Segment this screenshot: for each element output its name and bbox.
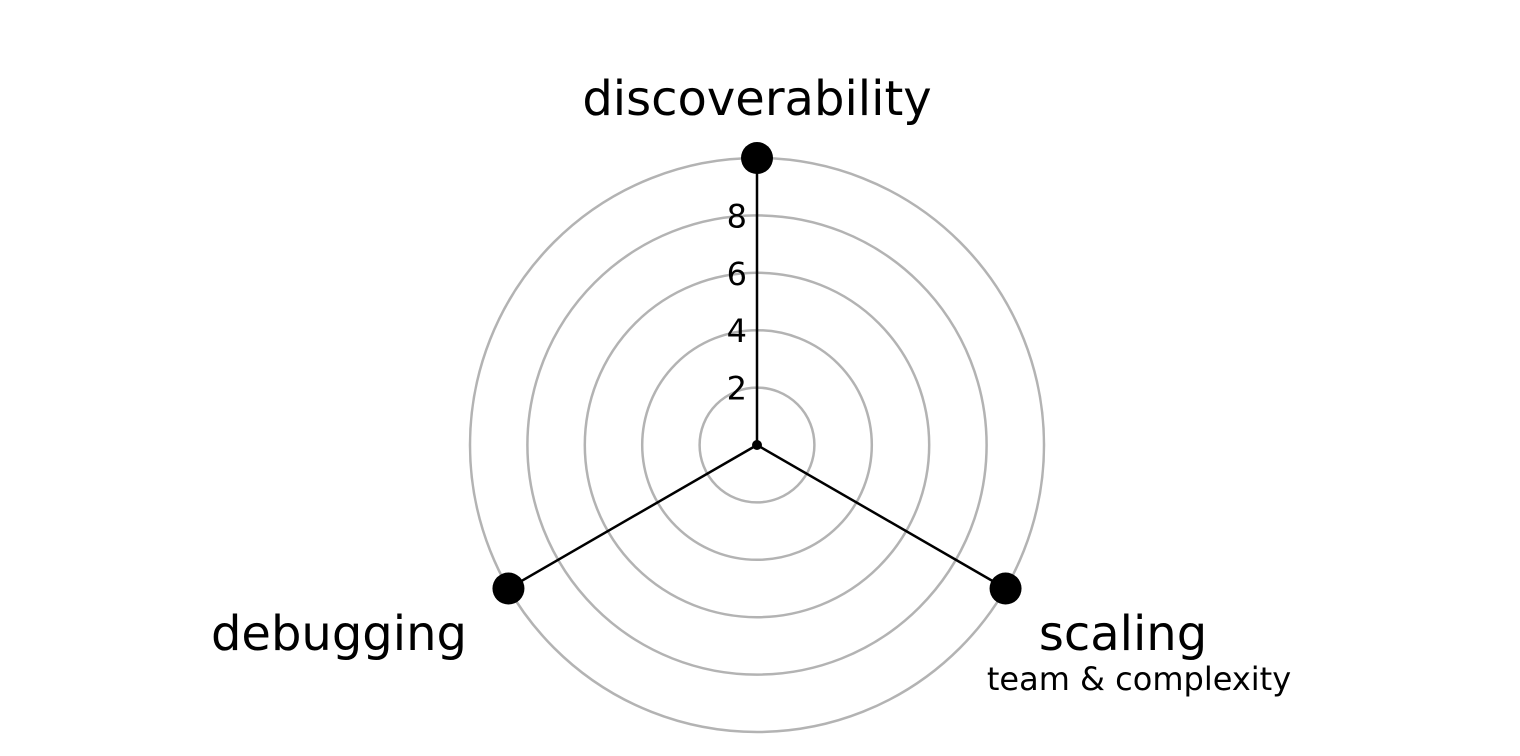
axis-line-debugging [507, 443, 758, 590]
data-point-debugging [492, 572, 525, 605]
data-point-scaling [989, 572, 1022, 605]
data-point-discoverability [741, 142, 773, 174]
axis-line-scaling [756, 443, 1007, 590]
axis-label-debugging: debugging [211, 606, 467, 662]
center-point [752, 440, 762, 450]
tick-label-6: 6 [727, 255, 747, 293]
tick-label-2: 2 [727, 370, 747, 408]
tick-label-8: 8 [727, 197, 747, 235]
axis-sublabel-scaling: team & complexity [987, 660, 1291, 698]
tick-label-4: 4 [727, 312, 747, 350]
axis-label-discoverability: discoverability [582, 71, 931, 127]
axis-label-scaling: scaling [1039, 606, 1207, 662]
